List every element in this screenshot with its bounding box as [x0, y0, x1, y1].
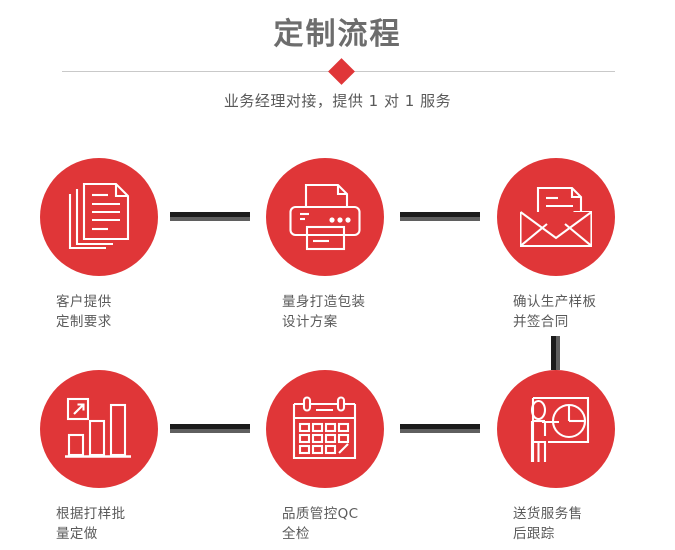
envelope-document-icon	[520, 186, 592, 248]
connector-bar	[170, 424, 250, 429]
step-4-circle[interactable]	[40, 370, 158, 488]
connector-shadow	[400, 429, 480, 433]
process-flow: 客户提供 定制要求 量身打造包装 设计方案	[0, 140, 675, 550]
presenter-pie-chart-icon	[530, 396, 590, 462]
step-1-circle[interactable]	[40, 158, 158, 276]
flow-step-6[interactable]: 送货服务售 后跟踪	[497, 370, 675, 544]
step-6-circle[interactable]	[497, 370, 615, 488]
connector-step1-step2	[170, 212, 250, 221]
connector-bar	[551, 336, 556, 370]
step-3-circle[interactable]	[497, 158, 615, 276]
connector-step5-step6	[400, 424, 480, 433]
flow-step-4[interactable]: 根据打样批 量定做	[40, 370, 230, 544]
page-subtitle: 业务经理对接，提供 1 对 1 服务	[223, 92, 452, 110]
connector-step3-step6	[551, 336, 560, 370]
header-section: 定制流程 业务经理对接，提供 1 对 1 服务	[0, 0, 675, 130]
step-3-label: 确认生产样板 并签合同	[513, 294, 597, 330]
flow-step-5[interactable]: 品质管控QC 全检	[266, 370, 456, 544]
header-divider	[62, 58, 615, 85]
connector-shadow	[170, 217, 250, 221]
connector-bar	[170, 212, 250, 217]
connector-shadow	[556, 336, 560, 370]
step-5-circle[interactable]	[266, 370, 384, 488]
step-6-label: 送货服务售 后跟踪	[513, 506, 583, 542]
step-2-circle[interactable]	[266, 158, 384, 276]
connector-bar	[400, 212, 480, 217]
flow-step-1[interactable]: 客户提供 定制要求	[40, 158, 230, 332]
step-4-label: 根据打样批 量定做	[56, 506, 126, 542]
diamond-icon	[328, 58, 355, 85]
documents-stack-icon	[68, 182, 130, 250]
flow-step-2[interactable]: 量身打造包装 设计方案	[266, 158, 456, 332]
printer-icon	[289, 183, 361, 251]
connector-bar	[400, 424, 480, 429]
flow-step-3[interactable]: 确认生产样板 并签合同	[497, 158, 675, 332]
connector-shadow	[170, 429, 250, 433]
calendar-check-icon	[292, 396, 357, 460]
step-5-label: 品质管控QC 全检	[282, 506, 359, 542]
page-title: 定制流程	[273, 17, 402, 52]
step-1-label: 客户提供 定制要求	[56, 294, 112, 330]
connector-shadow	[400, 217, 480, 221]
bar-chart-growth-icon	[65, 397, 131, 458]
step-2-label: 量身打造包装 设计方案	[282, 294, 366, 330]
connector-step4-step5	[170, 424, 250, 433]
connector-step2-step3	[400, 212, 480, 221]
